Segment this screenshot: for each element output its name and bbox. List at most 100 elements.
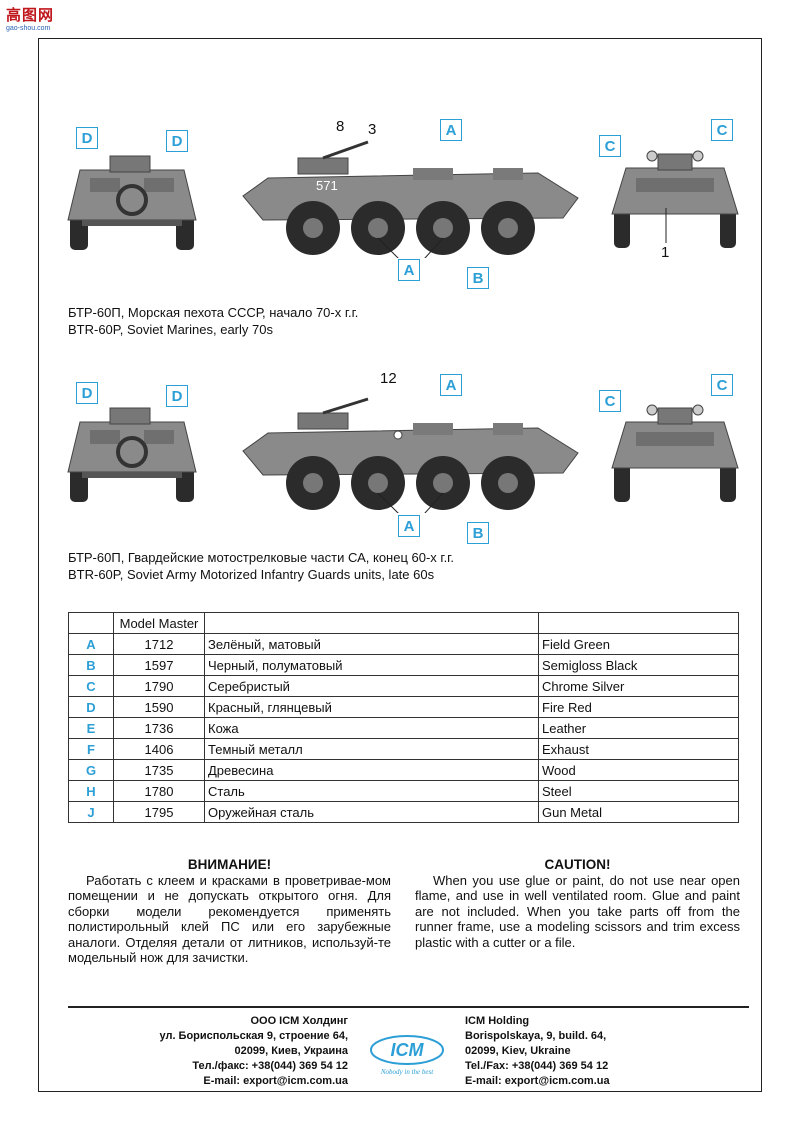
paint-name-ru: Древесина xyxy=(204,759,539,781)
vehicle2-side-view xyxy=(242,397,579,513)
paint-code: A xyxy=(68,633,114,655)
paint-callout-c: C xyxy=(599,390,621,412)
paint-name-en: Semigloss Black xyxy=(538,654,739,676)
paint-name-en: Wood xyxy=(538,759,739,781)
paint-callout-d: D xyxy=(166,130,188,152)
footer-en-line: Tel./Fax: +38(044) 369 54 12 xyxy=(465,1060,609,1072)
vehicle2-front-view xyxy=(611,404,739,502)
variant2-caption: БТР-60П, Гвардейские мотострелковые част… xyxy=(68,549,454,583)
paint-code: C xyxy=(68,675,114,697)
paint-name-en: Gun Metal xyxy=(538,801,739,823)
paint-name-ru: Красный, глянцевый xyxy=(204,696,539,718)
footer-ru-line: 02099, Киев, Украина xyxy=(234,1045,348,1057)
paint-callout-a: A xyxy=(440,119,462,141)
paint-name-en: Field Green xyxy=(538,633,739,655)
paint-callout-b: B xyxy=(467,267,489,289)
header-cell-model-master: Model Master xyxy=(113,612,205,634)
footer-en-line: Borispolskaya, 9, build. 64, xyxy=(465,1030,607,1042)
page-frame xyxy=(38,38,762,1092)
vehicle1-front-view xyxy=(611,150,739,248)
model-master-number: 1406 xyxy=(113,738,205,760)
paint-callout-c: C xyxy=(599,135,621,157)
header-cell xyxy=(538,612,739,634)
paint-name-en: Exhaust xyxy=(538,738,739,760)
icm-logo: ICM Nobody in the best xyxy=(367,1028,447,1078)
variant1-caption-ru: БТР-60П, Морская пехота СССР, начало 70-… xyxy=(68,305,359,320)
footer-ru-line: E-mail: export@icm.com.ua xyxy=(203,1075,348,1087)
header-cell xyxy=(204,612,539,634)
paint-name-en: Fire Red xyxy=(538,696,739,718)
footer-ru-line: ООО ICM Холдинг xyxy=(250,1015,348,1027)
callout-1: 1 xyxy=(661,244,670,261)
paint-name-ru: Сталь xyxy=(204,780,539,802)
paint-code: D xyxy=(68,696,114,718)
paint-callout-a: A xyxy=(440,374,462,396)
paint-name-en: Steel xyxy=(538,780,739,802)
paint-name-ru: Кожа xyxy=(204,717,539,739)
model-master-number: 1795 xyxy=(113,801,205,823)
watermark-sub: gao-shou.com xyxy=(6,25,51,32)
paint-name-ru: Серебристый xyxy=(204,675,539,697)
icm-logo-mark: ICM Nobody in the best xyxy=(370,1035,444,1076)
paint-code: B xyxy=(68,654,114,676)
footer-divider xyxy=(68,1006,749,1008)
variant1-caption: БТР-60П, Морская пехота СССР, начало 70-… xyxy=(68,304,358,338)
vehicle1-side-view xyxy=(242,140,579,258)
logo-text: ICM xyxy=(391,1040,425,1060)
paint-callout-c: C xyxy=(711,374,733,396)
logo-tagline: Nobody in the best xyxy=(380,1068,434,1076)
footer-ru-line: Тел./факс: +38(044) 369 54 12 xyxy=(192,1060,348,1072)
callout-12: 12 xyxy=(380,370,397,387)
paint-code: J xyxy=(68,801,114,823)
model-master-number: 1736 xyxy=(113,717,205,739)
vehicle1-rear-view xyxy=(67,155,197,250)
warning-ru-text: Работать с клеем и красками в проветрива… xyxy=(68,872,391,966)
footer-en-line: 02099, Kiev, Ukraine xyxy=(465,1045,571,1057)
warning-en-text: When you use glue or paint, do not use n… xyxy=(415,872,740,950)
warning-ru: ВНИМАНИЕ! Работать с клеем и красками в … xyxy=(68,857,391,966)
paint-table-header: Model Master xyxy=(68,612,739,634)
model-master-number: 1712 xyxy=(113,633,205,655)
model-master-number: 1590 xyxy=(113,696,205,718)
watermark-text: 高图网 xyxy=(6,7,55,24)
model-master-number: 1780 xyxy=(113,780,205,802)
paint-code: H xyxy=(68,780,114,802)
footer-ru-line: ул. Бориспольская 9, строение 64, xyxy=(159,1030,348,1042)
paint-callout-c: C xyxy=(711,119,733,141)
paint-callout-a: A xyxy=(398,259,420,281)
watermark: 高图网 gao-shou.com xyxy=(6,4,54,32)
paint-callout-b: B xyxy=(467,522,489,544)
paint-callout-d: D xyxy=(166,385,188,407)
hull-number: 571 xyxy=(316,178,338,193)
footer-address-ru: ООО ICM Холдинг ул. Бориспольская 9, стр… xyxy=(159,1014,348,1089)
paint-name-ru: Черный, полуматовый xyxy=(204,654,539,676)
paint-name-ru: Зелёный, матовый xyxy=(204,633,539,655)
model-master-number: 1735 xyxy=(113,759,205,781)
header-cell xyxy=(68,612,114,634)
warning-en-title: CAUTION! xyxy=(544,857,611,872)
paint-callout-d: D xyxy=(76,127,98,149)
callout-3: 3 xyxy=(368,121,377,138)
paint-code: E xyxy=(68,717,114,739)
footer-en-line: E-mail: export@icm.com.ua xyxy=(465,1075,610,1087)
callout-8: 8 xyxy=(336,118,345,135)
variant2-caption-ru: БТР-60П, Гвардейские мотострелковые част… xyxy=(68,550,454,565)
vehicle2-rear-view xyxy=(67,407,197,502)
paint-callout-a: A xyxy=(398,515,420,537)
warning-ru-title: ВНИМАНИЕ! xyxy=(187,857,272,872)
paint-name-en: Chrome Silver xyxy=(538,675,739,697)
footer-address-en: ICM Holding Borispolskaya, 9, build. 64,… xyxy=(465,1014,610,1089)
paint-name-en: Leather xyxy=(538,717,739,739)
model-master-number: 1597 xyxy=(113,654,205,676)
variant1-caption-en: BTR-60P, Soviet Marines, early 70s xyxy=(68,322,273,337)
variant2-caption-en: BTR-60P, Soviet Army Motorized Infantry … xyxy=(68,567,435,582)
